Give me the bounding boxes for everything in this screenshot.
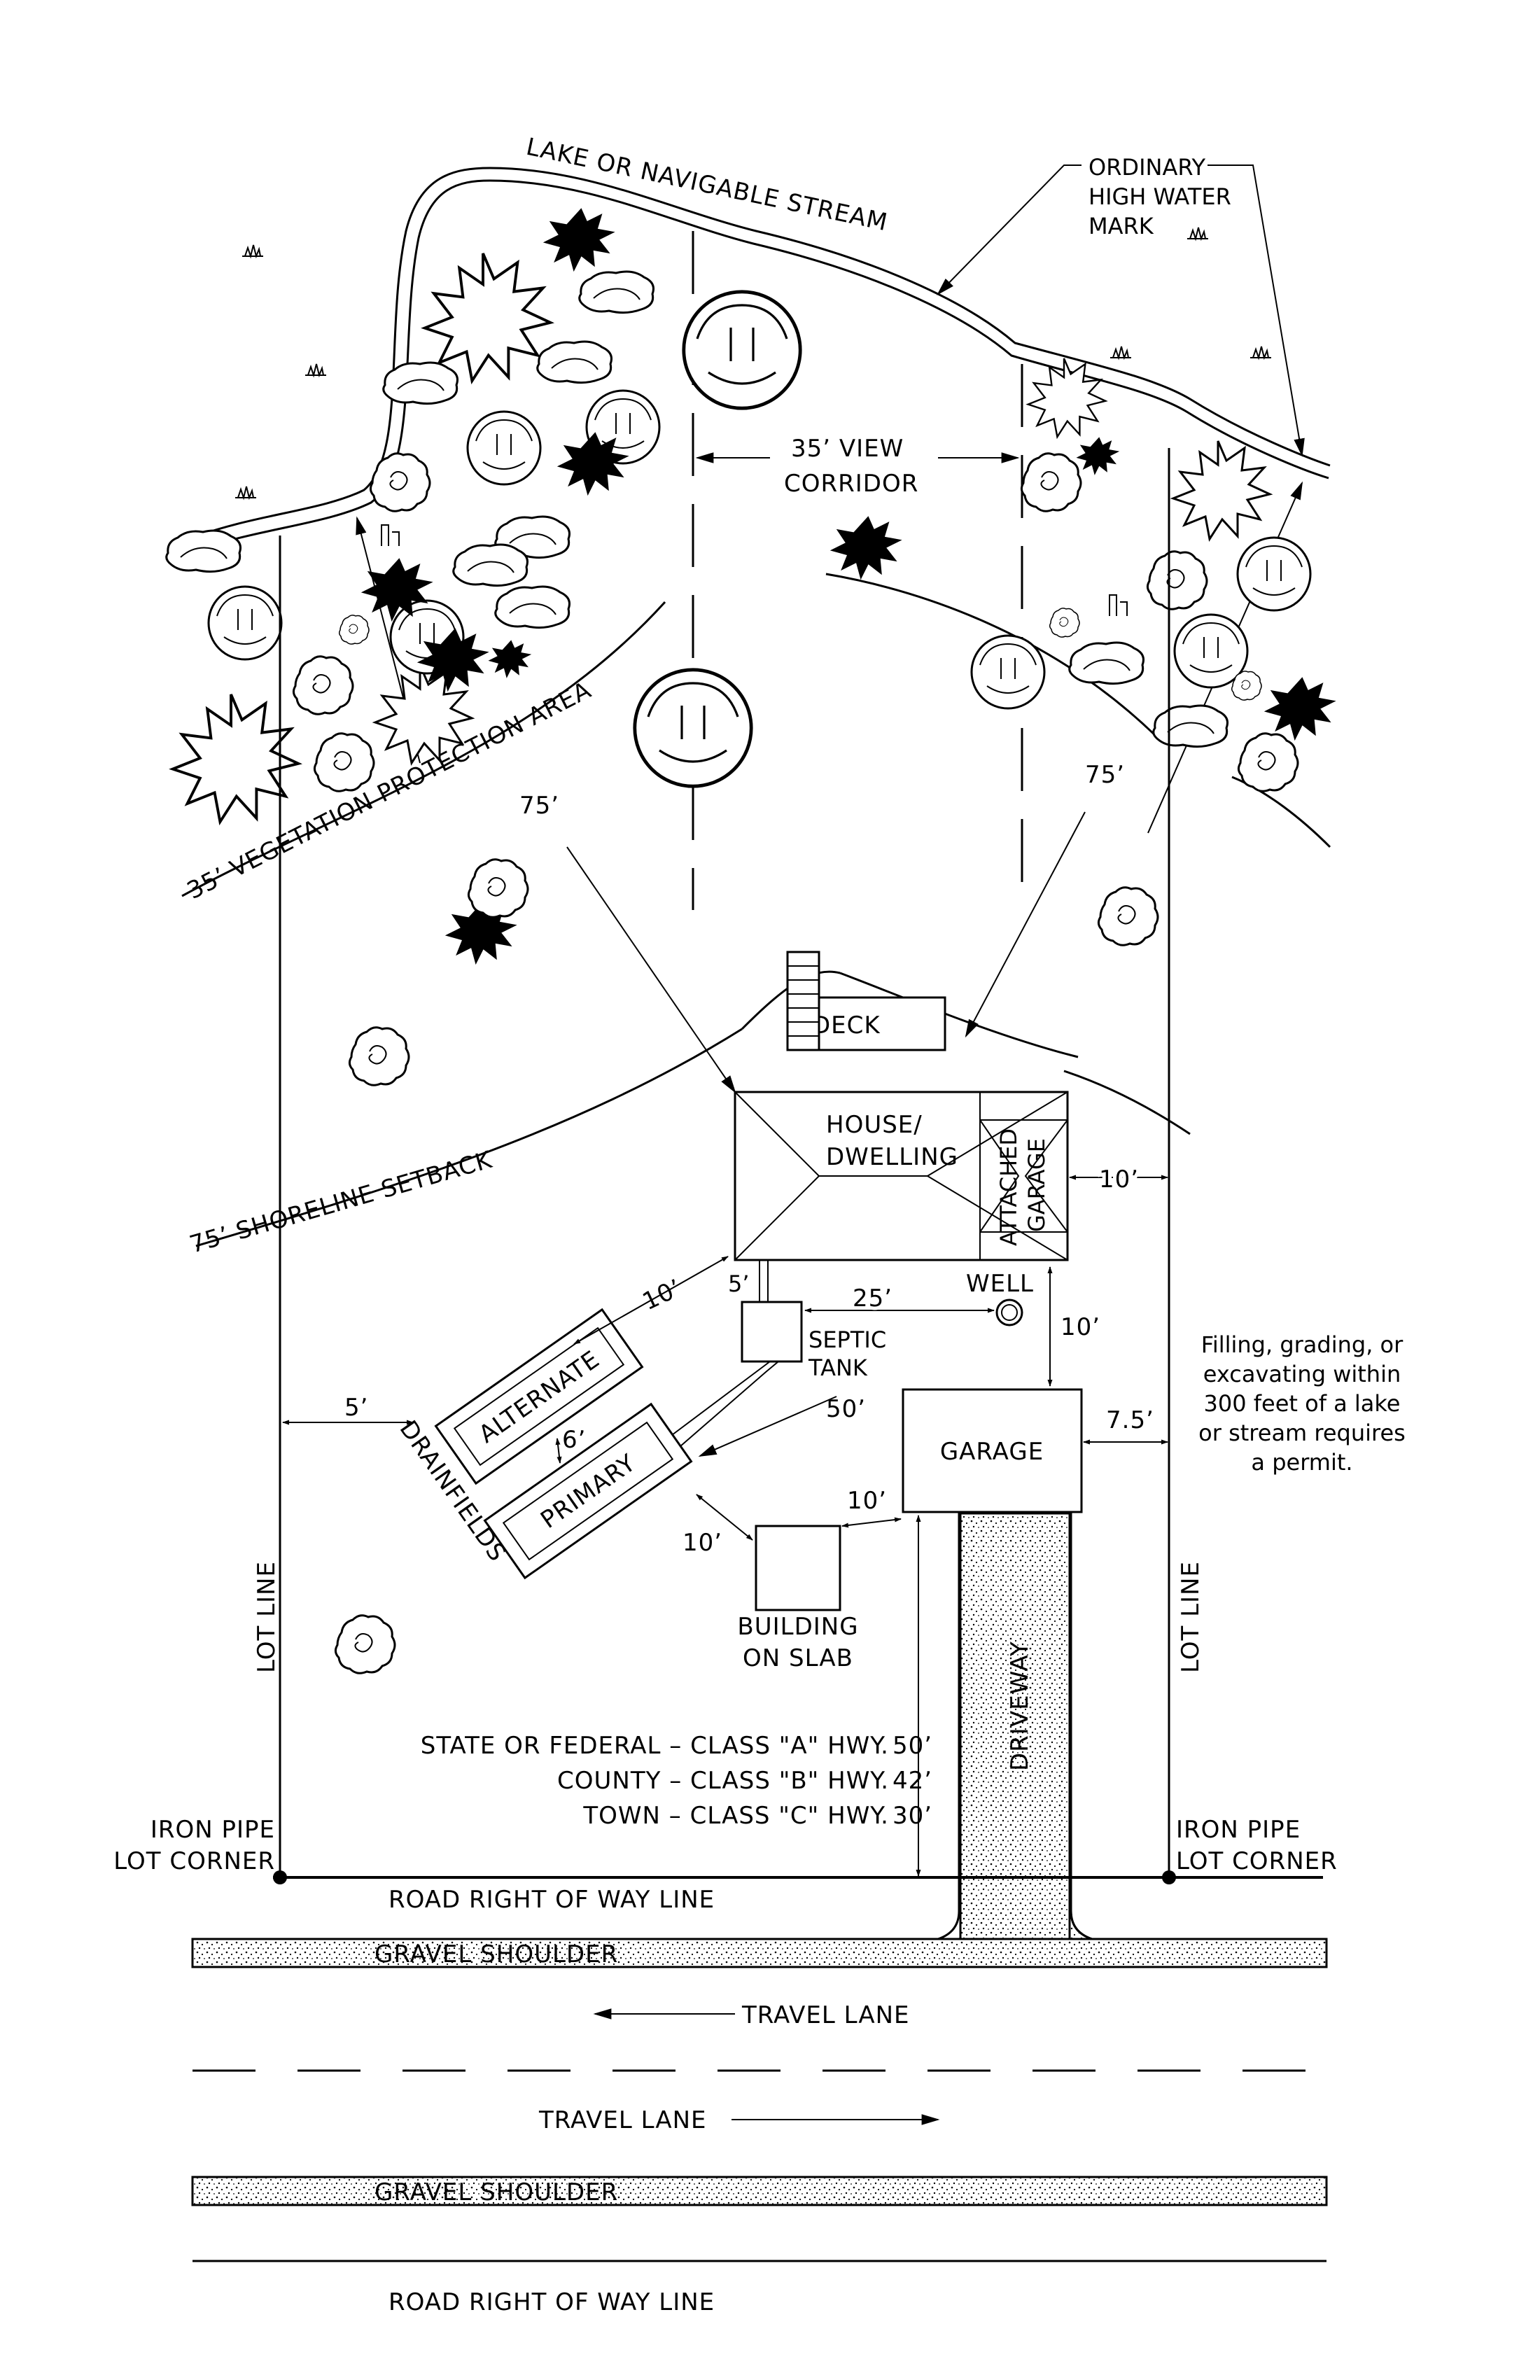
svg-text:GRAVEL SHOULDER: GRAVEL SHOULDER (374, 2178, 618, 2206)
primary-drainfield (483, 1402, 693, 1580)
svg-text:or stream requires: or stream requires (1198, 1420, 1406, 1446)
shoreline-label: 75’ SHORELINE SETBACK (186, 1146, 496, 1259)
svg-text:LOT CORNER: LOT CORNER (113, 1847, 275, 1875)
garage-label: GARAGE (940, 1438, 1044, 1466)
svg-text:50’: 50’ (892, 1732, 932, 1760)
permit-note: Filling, grading, or excavating within 3… (1198, 1331, 1406, 1476)
svg-text:GARAGE: GARAGE (1023, 1138, 1050, 1232)
lane-label-bottom: TRAVEL LANE (538, 2106, 707, 2134)
driveway-label: DRIVEWAY (1006, 1641, 1034, 1771)
svg-text:10’: 10’ (1099, 1166, 1139, 1194)
svg-text:TOWN – CLASS "C" HWY.: TOWN – CLASS "C" HWY. (582, 1802, 889, 1830)
svg-text:300 feet of a lake: 300 feet of a lake (1204, 1390, 1401, 1417)
attached-garage-label: ATTACHED (995, 1128, 1022, 1246)
road: ROAD RIGHT OF WAY LINE GRAVEL SHOULDER T… (191, 1876, 1328, 2316)
svg-text:Filling, grading, or: Filling, grading, or (1201, 1331, 1404, 1358)
ohwm-callout: ORDINARY HIGH WATER MARK (937, 154, 1305, 457)
shoulder-bottom (191, 2176, 1328, 2206)
deck-label: DECK (812, 1011, 881, 1040)
highway-setbacks: STATE OR FEDERAL – CLASS "A" HWY. 50’ CO… (421, 1732, 932, 1830)
svg-text:BUILDING: BUILDING (737, 1613, 858, 1641)
svg-text:ROAD RIGHT OF WAY LINE: ROAD RIGHT OF WAY LINE (388, 2288, 715, 2316)
svg-text:TANK: TANK (808, 1354, 868, 1381)
svg-text:5’: 5’ (728, 1270, 750, 1297)
svg-text:GRAVEL SHOULDER: GRAVEL SHOULDER (374, 1940, 618, 1968)
svg-text:LOT CORNER: LOT CORNER (1176, 1847, 1338, 1875)
house-label: HOUSE/ (826, 1111, 923, 1139)
svg-text:25’: 25’ (853, 1284, 892, 1312)
garage-group: DRIVEWAY GARAGE 10’ 7.5’ BUILDING ON SLA… (682, 1266, 1168, 1940)
lot-lines: LOT LINE LOT LINE (253, 448, 1205, 1876)
svg-text:50’: 50’ (826, 1395, 866, 1423)
lot-line-left: LOT LINE (253, 1561, 281, 1673)
svg-text:10’: 10’ (1060, 1313, 1100, 1341)
house-group: DECK HOUSE/ DWELLING ATTACHED GARAGE 10’… (734, 951, 1168, 1261)
svg-text:30’: 30’ (892, 1802, 932, 1830)
svg-text:STATE OR FEDERAL – CLASS "A" H: STATE OR FEDERAL – CLASS "A" HWY. (421, 1732, 889, 1760)
svg-text:SEPTIC: SEPTIC (808, 1326, 886, 1353)
svg-text:10’: 10’ (1099, 1166, 1139, 1194)
svg-text:IRON PIPE: IRON PIPE (150, 1816, 275, 1844)
svg-text:ON SLAB: ON SLAB (743, 1644, 853, 1672)
svg-text:5’: 5’ (344, 1394, 368, 1422)
building-on-slab (755, 1525, 841, 1611)
svg-text:HIGH WATER: HIGH WATER (1088, 183, 1231, 210)
svg-text:75’: 75’ (1085, 761, 1125, 789)
svg-text:MARK: MARK (1088, 213, 1154, 239)
svg-text:6’: 6’ (562, 1426, 586, 1454)
svg-text:IRON PIPE: IRON PIPE (1176, 1816, 1301, 1844)
svg-text:10’: 10’ (847, 1487, 887, 1515)
lane-label-top: TRAVEL LANE (741, 2001, 910, 2029)
shoulder-top (191, 1938, 1328, 1968)
drainfields: ALTERNATE PRIMARY DRAINFIELDS 10’ 5’ 6’ … (282, 1256, 866, 1580)
svg-text:excavating within: excavating within (1203, 1361, 1401, 1387)
svg-text:10’: 10’ (638, 1274, 687, 1316)
well-label: WELL (966, 1270, 1034, 1298)
svg-text:COUNTY – CLASS "B" HWY.: COUNTY – CLASS "B" HWY. (557, 1767, 889, 1795)
lot-line-right: LOT LINE (1177, 1561, 1205, 1673)
svg-text:a permit.: a permit. (1251, 1449, 1352, 1476)
svg-text:7.5’: 7.5’ (1106, 1406, 1154, 1434)
svg-text:35’ VIEW: 35’ VIEW (791, 435, 904, 463)
septic-well: 5’ SEPTIC TANK WELL 25’ 25’ (728, 1260, 1034, 1381)
svg-text:42’: 42’ (892, 1767, 932, 1795)
garage (902, 1388, 1083, 1513)
svg-text:75’: 75’ (519, 792, 559, 820)
svg-text:ORDINARY: ORDINARY (1088, 154, 1206, 181)
well (995, 1298, 1023, 1326)
svg-text:CORRIDOR: CORRIDOR (784, 470, 918, 498)
svg-text:ROAD RIGHT OF WAY LINE: ROAD RIGHT OF WAY LINE (388, 1886, 715, 1914)
vegetation (165, 209, 1334, 1674)
svg-text:DWELLING: DWELLING (826, 1143, 958, 1171)
svg-text:25’: 25’ (853, 1284, 892, 1312)
svg-text:10’: 10’ (682, 1529, 722, 1557)
septic-tank (741, 1301, 803, 1363)
